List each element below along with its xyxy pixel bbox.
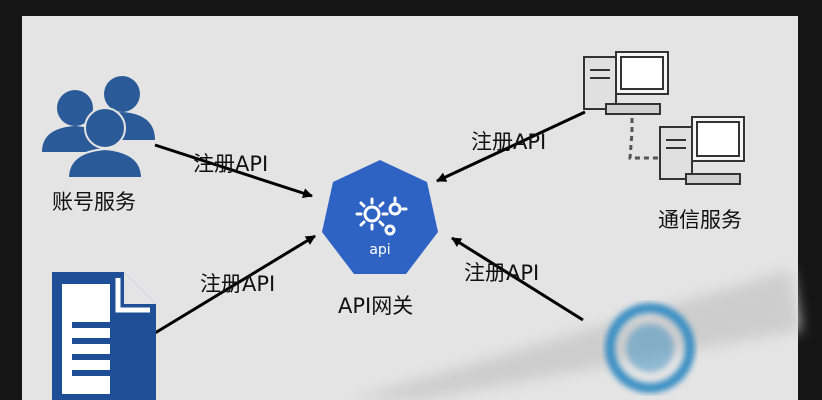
gateway-label: API网关: [338, 294, 414, 318]
gateway-badge: api: [369, 242, 390, 258]
edge-blurred-gateway: [451, 236, 584, 322]
account-service-label: 账号服务: [52, 190, 136, 214]
blurred-logo-icon: [350, 270, 800, 400]
edge-label: 注册API: [464, 261, 540, 285]
comm-service-label: 通信服务: [658, 208, 742, 232]
edge-label: 注册API: [193, 152, 269, 176]
api-gateway-icon: api: [322, 160, 438, 274]
edge-label: 注册API: [471, 130, 547, 154]
document-icon: [52, 272, 156, 400]
users-group-icon: [42, 76, 155, 179]
edge-label: 注册API: [200, 272, 276, 296]
networked-computers-icon: [583, 51, 745, 185]
edge-document-gateway: [154, 234, 316, 335]
edge-account-gateway: [154, 143, 313, 198]
edge-comm-gateway: [436, 110, 586, 183]
